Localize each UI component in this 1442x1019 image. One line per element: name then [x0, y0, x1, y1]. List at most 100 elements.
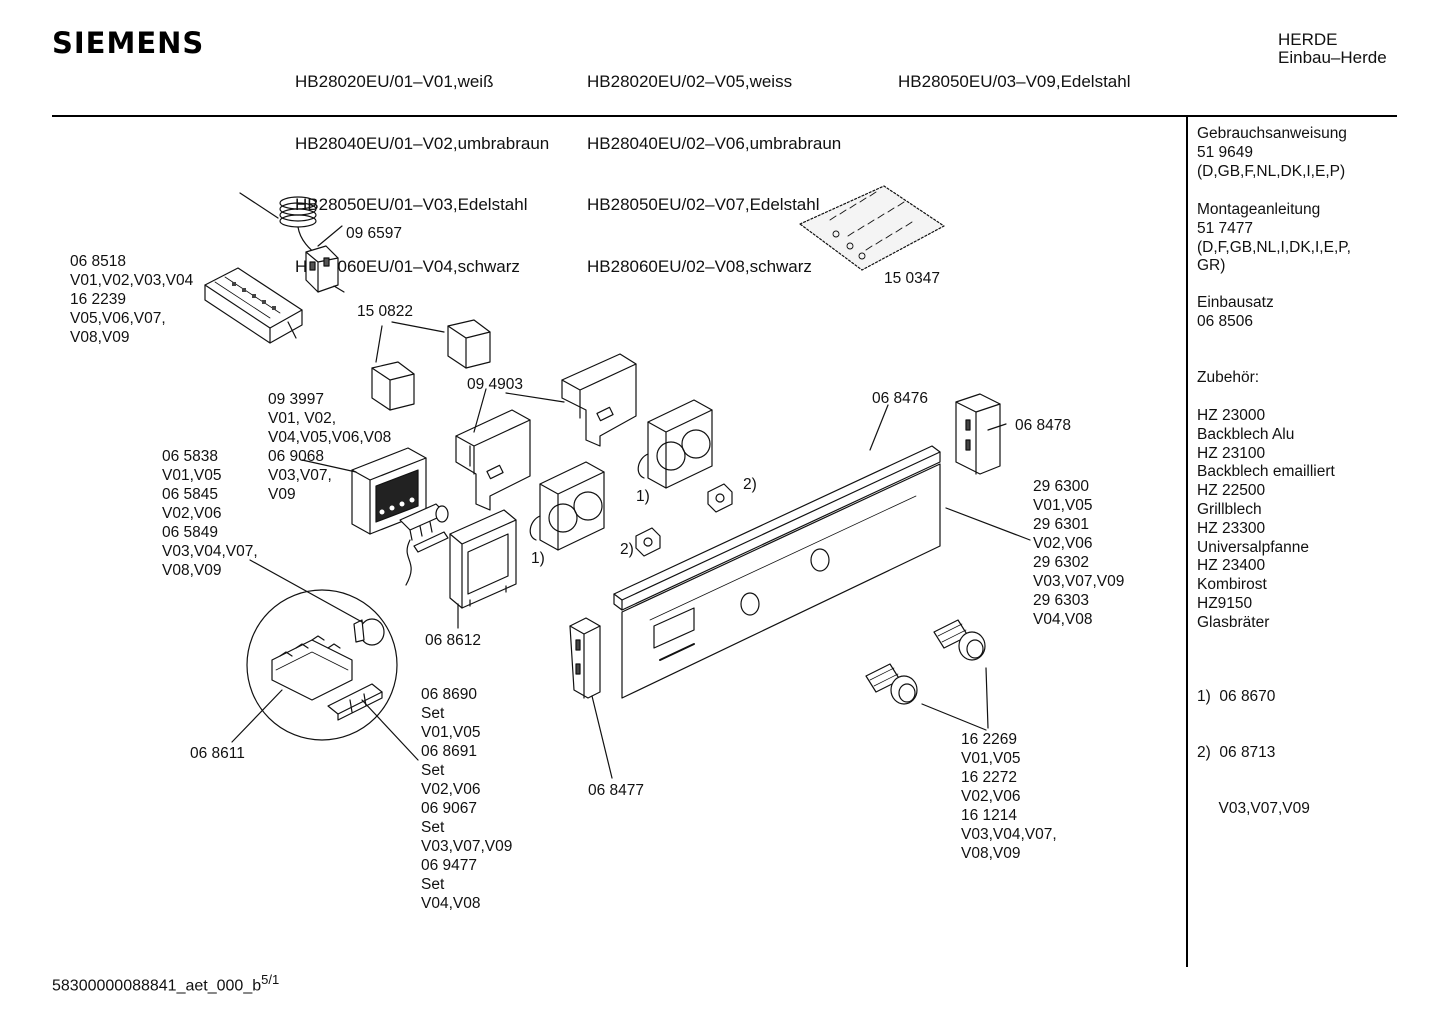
- part-number: 29 6300: [1033, 478, 1090, 495]
- part-number: 06 5838: [162, 448, 219, 465]
- sidebar-line: GR): [1197, 257, 1226, 275]
- control-panel-part: [613, 445, 941, 699]
- footnote-marker: 1): [636, 488, 650, 505]
- variant-list: V03,V07,: [268, 467, 332, 484]
- sidebar-accessories: HZ 23000 Backblech Alu HZ 23100 Backblec…: [1197, 407, 1335, 633]
- part-label: 09 4903: [467, 375, 523, 394]
- variant-list: V08,V09: [162, 562, 222, 579]
- part-number: 29 6301: [1033, 516, 1090, 533]
- part-number: 16 2239: [70, 291, 127, 308]
- sidebar-line: Einbausatz: [1197, 294, 1274, 311]
- side-bracket-part: [955, 393, 1001, 475]
- variant-list: V01,V05: [162, 467, 222, 484]
- part-number: 06 9067: [421, 800, 478, 817]
- leader-line: [231, 689, 283, 743]
- sidebar-line: Universalpfanne: [1197, 538, 1310, 556]
- sidebar-line: Kombirost: [1197, 576, 1267, 594]
- part-number: 06 5849: [162, 524, 219, 541]
- sidebar-install-kit: Einbausatz 06 8506: [1197, 294, 1274, 332]
- footnote-marker: 2): [743, 476, 757, 493]
- sidebar-line: 06 8506: [1197, 312, 1254, 330]
- leader-line: [505, 392, 565, 403]
- model-entry: HB28060EU/01–V04,schwarz: [295, 256, 520, 276]
- part-number: 06 8612: [425, 632, 482, 649]
- variant-list: V08,V09: [70, 329, 130, 346]
- variant-list: V01,V05: [1033, 497, 1093, 514]
- mounting-frame-part: [449, 509, 517, 609]
- document-number: 58300000088841_aet_000_b: [52, 977, 262, 995]
- model-entry: HB28060EU/02–V08,schwarz: [587, 256, 812, 276]
- variant-list: V02,V06: [961, 788, 1021, 805]
- variant-list: V04,V05,V06,V08: [268, 429, 392, 446]
- sidebar-line: 51 9649: [1197, 143, 1254, 161]
- sidebar-line: HZ 23100: [1197, 444, 1266, 462]
- variant-list: V03,V04,V07,: [162, 543, 258, 560]
- exploded-parts-diagram: [204, 185, 1031, 779]
- variant-list: V02,V06: [421, 781, 481, 798]
- part-number: 06 8691: [421, 743, 478, 760]
- variant-list: V01,V05: [961, 750, 1021, 767]
- part-number: 06 8476: [872, 390, 929, 407]
- model-entry: HB28050EU/03–V09,Edelstahl: [898, 72, 1131, 91]
- part-label: 06 5838 V01,V05 06 5845 V02,V06 06 5849 …: [162, 447, 258, 580]
- part-number: 16 2269: [961, 731, 1018, 748]
- part-label: 06 8690 Set V01,V05 06 8691 Set V02,V06 …: [421, 685, 512, 913]
- part-number: 16 1214: [961, 807, 1018, 824]
- sidebar-line: Backblech Alu: [1197, 425, 1295, 443]
- category-label: HERDE Einbau–Herde: [1278, 31, 1387, 67]
- part-label: 06 8478: [1015, 416, 1071, 435]
- model-entry: HB28050EU/02–V07,Edelstahl: [587, 195, 820, 214]
- detail-magnifier: [246, 589, 398, 741]
- rotor-part: [635, 483, 733, 557]
- thermostat-part: [239, 192, 345, 293]
- leader-line: [375, 325, 383, 363]
- part-number: 06 8477: [588, 782, 645, 799]
- variant-list: V04,V08: [1033, 611, 1093, 628]
- bracket-part: [455, 353, 637, 511]
- variant-list: V03,V07,V09: [1033, 573, 1125, 590]
- variant-list: V04,V08: [421, 895, 481, 912]
- variant-list: V01, V02,: [268, 410, 337, 427]
- leader-line: [317, 225, 343, 247]
- sidebar-line: HZ9150: [1197, 594, 1253, 612]
- leader-line: [361, 699, 419, 761]
- knob-part: [865, 619, 986, 705]
- part-number: 09 4903: [467, 376, 524, 393]
- part-label: 06 8611: [190, 744, 245, 763]
- terminal-strip-part: [204, 267, 303, 344]
- sidebar-line: HZ 23000: [1197, 407, 1266, 424]
- model-list-column-3: HB28050EU/03–V09,Edelstahl: [898, 31, 1131, 113]
- variant-list: V08,V09: [961, 845, 1021, 862]
- part-label: 06 8518 V01,V02,V03,V04 16 2239 V05,V06,…: [70, 252, 193, 347]
- sidebar-line: 51 7477: [1197, 219, 1254, 237]
- part-number: 29 6302: [1033, 554, 1090, 571]
- part-number: 06 8611: [190, 745, 245, 762]
- part-number: 06 8478: [1015, 417, 1072, 434]
- part-label: 29 6300 V01,V05 29 6301 V02,V06 29 6302 …: [1033, 477, 1124, 629]
- leader-line: [921, 703, 987, 731]
- category-title: HERDE: [1278, 30, 1338, 49]
- sidebar-notes: 1) 06 8670 2) 06 8713 V03,V07,V09: [1197, 650, 1310, 838]
- model-entry: HB28040EU/02–V06,umbrabraun: [587, 133, 842, 153]
- variant-list: V03,V04,V07,: [961, 826, 1057, 843]
- leader-line: [301, 459, 357, 473]
- model-entry: HB28020EU/01–V01,weiß: [295, 72, 494, 91]
- sidebar-line: Grillblech: [1197, 500, 1262, 518]
- sidebar-line: Gebrauchsanweisung: [1197, 125, 1347, 142]
- set-note: Set: [421, 819, 445, 836]
- part-label: 15 0347: [884, 269, 940, 288]
- part-label: 06 8476: [872, 389, 928, 408]
- footnote-marker: 2): [620, 541, 634, 558]
- part-number: 06 9477: [421, 857, 478, 874]
- part-label: 16 2269 V01,V05 16 2272 V02,V06 16 1214 …: [961, 730, 1057, 863]
- part-number: 06 8518: [70, 253, 127, 270]
- page-number: 5/1: [261, 972, 280, 987]
- leader-line: [945, 507, 1031, 541]
- model-entry: HB28020EU/02–V05,weiss: [587, 72, 793, 91]
- sidebar-line: (D,F,GB,NL,I,DK,I,E,P,: [1197, 238, 1351, 256]
- part-label: 09 6597: [346, 224, 402, 243]
- sidebar-line: Montageanleitung: [1197, 201, 1321, 218]
- brand-logo: SIEMENS: [52, 26, 205, 60]
- variant-list: V02,V06: [162, 505, 222, 522]
- screw-bag-part: [799, 185, 945, 271]
